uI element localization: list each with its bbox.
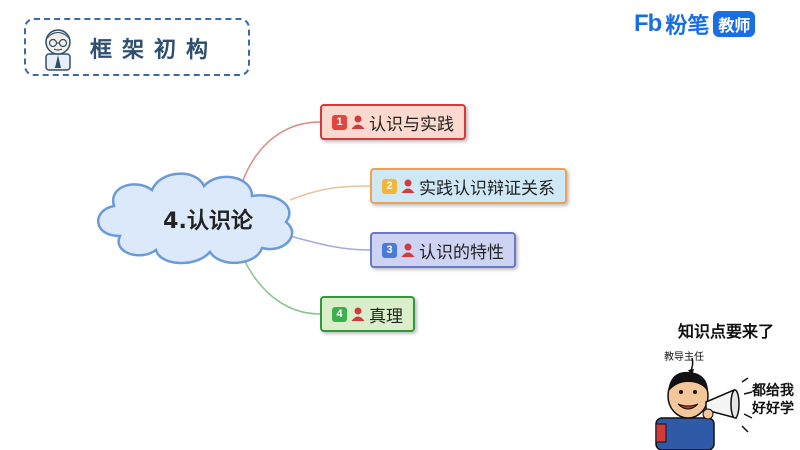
branch-topic-2: 2 实践认识辩证关系 <box>370 168 567 204</box>
section-title: 框架初构 <box>90 37 219 63</box>
person-icon <box>401 243 415 257</box>
branch-topic-4: 4 真理 <box>320 296 415 332</box>
fenbi-logo: Fb 粉笔 教师 <box>634 10 756 39</box>
logo-badge: 教师 <box>713 11 756 37</box>
branch-topic-3: 3 认识的特性 <box>370 232 516 268</box>
branch-topic-1: 1 认识与实践 <box>320 104 466 140</box>
number-badge: 2 <box>382 178 397 194</box>
person-icon <box>401 179 415 193</box>
connector-3 <box>289 235 371 251</box>
branch-label: 认识与实践 <box>369 114 454 135</box>
central-cloud-shape <box>96 172 294 265</box>
number-badge: 4 <box>332 306 347 322</box>
person-icon <box>351 307 365 321</box>
cartoon-shout: 都给我好好学 <box>752 383 794 417</box>
branch-label: 认识的特性 <box>419 242 504 263</box>
section-header: 框架初构 <box>24 18 250 76</box>
connector-1 <box>237 121 321 197</box>
logo-mark: Fb <box>634 10 662 37</box>
cartoon-caption: 知识点要来了 <box>678 322 775 341</box>
cartoon-tag: 教导主任 <box>664 352 704 363</box>
megaphone-teacher-icon <box>655 357 753 450</box>
connector-2 <box>289 185 371 201</box>
branch-label: 实践认识辩证关系 <box>419 178 555 199</box>
logo-name: 粉笔 <box>665 14 710 39</box>
teacher-avatar-icon <box>45 29 71 71</box>
branch-label: 真理 <box>369 306 403 327</box>
central-topic: 4.认识论 <box>163 209 253 234</box>
number-badge: 3 <box>382 242 397 258</box>
person-icon <box>351 115 365 129</box>
number-badge: 1 <box>332 114 347 130</box>
